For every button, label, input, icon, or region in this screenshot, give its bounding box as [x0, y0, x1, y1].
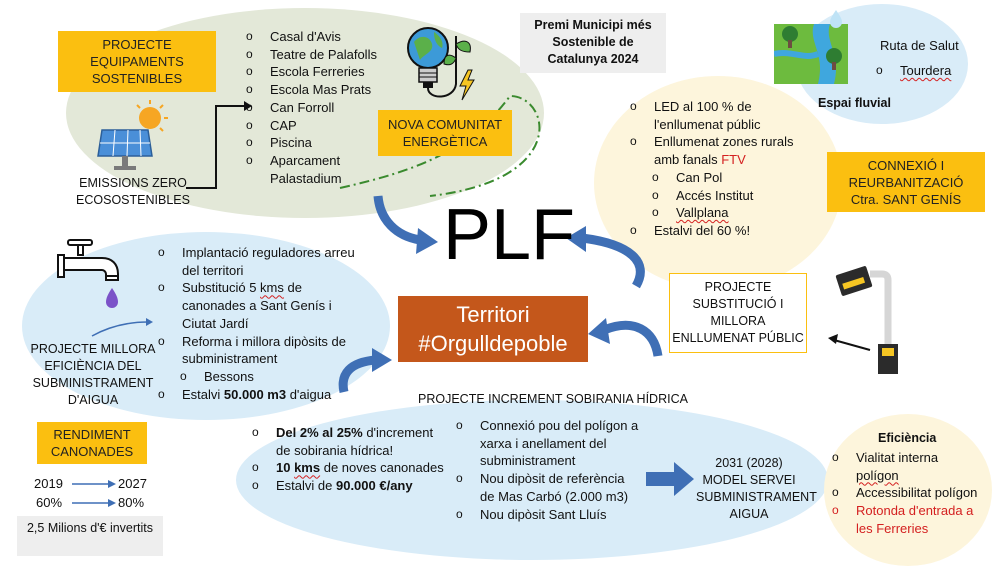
- eficiencia-item-accessibilitat: Accessibilitat polígon: [832, 484, 992, 502]
- bracket-line: [186, 105, 244, 189]
- connexio-box: CONNEXIÓ I REURBANITZACIÓ Ctra. SANT GEN…: [827, 152, 985, 212]
- sobirania-right-list: Connexió pou del polígon a xarxa i anell…: [456, 417, 640, 523]
- rendiment-pct-from: 60%: [36, 495, 63, 510]
- rendiment-arrowhead-1: [108, 480, 116, 488]
- aigua-item-reforma: Reforma i millora dipòsits de subministr…: [158, 333, 364, 368]
- sobirania-item-canonades: 10 kms de noves canonades: [252, 459, 444, 477]
- arrowhead-top-left: [416, 228, 438, 254]
- rendiment-pct-to: 80%: [118, 495, 145, 510]
- projecte-enllumenat-box: PROJECTE SUBSTITUCIÓ I MILLORA ENLLUMENA…: [669, 273, 807, 353]
- espai-fluvial-label: Espai fluvial: [818, 96, 891, 110]
- equipaments-item: CAP: [246, 117, 416, 135]
- equipaments-item: Escola Mas Prats: [246, 81, 416, 99]
- invertits-box: 2,5 Milions d'€ invertits: [17, 516, 163, 556]
- bulb-earth-icon: [407, 27, 475, 101]
- sobirania-big-arrow: [646, 462, 694, 496]
- sobirania-left-list: Del 2% al 25% d'increment de sobirania h…: [252, 424, 444, 495]
- river-map-icon: [774, 10, 848, 84]
- enllumenat-list: LED al 100 % de l'enllumenat públic Enll…: [630, 98, 808, 240]
- curved-arrow-bottom-right: [602, 320, 663, 357]
- eficiencia-title: Eficiència: [878, 431, 937, 445]
- sobirania-item-mascarbo: Nou dipòsit de referència de Mas Carbó (…: [456, 470, 640, 505]
- enllumenat-sub-item: Can Pol: [630, 169, 808, 187]
- aigua-item-bessons: Bessons: [158, 368, 364, 386]
- enllumenat-sub-item: Accés Institut: [630, 187, 808, 205]
- eficiencia-item-rotonda: Rotonda d'entrada a les Ferreries: [832, 502, 986, 537]
- curved-arrow-top-right: [581, 233, 645, 289]
- fluvial-list: Tourdera: [876, 62, 966, 80]
- rendiment-arrowhead-2: [108, 499, 116, 507]
- aigua-item-estalvi: Estalvi 50.000 m3 d'aigua: [158, 386, 364, 404]
- equipaments-title-box: PROJECTE EQUIPAMENTS SOSTENIBLES: [58, 31, 216, 92]
- equipaments-list: Casal d'Avis Teatre de Palafolls Escola …: [246, 28, 416, 187]
- eficiencia-item-vialitat: Vialitat interna polígon: [832, 449, 960, 484]
- premi-box: Premi Municipi més Sostenible de Catalun…: [520, 13, 666, 73]
- equipaments-item: Can Forroll: [246, 99, 416, 117]
- emissions-label: EMISSIONS ZERO ECOSOSTENIBLES: [76, 176, 190, 207]
- dashdot-curve: [339, 94, 541, 197]
- lamp-arrowhead: [828, 334, 838, 344]
- comunitat-box: NOVA COMUNITAT ENERGÈTICA: [378, 110, 512, 156]
- enllumenat-item-estalvi: Estalvi del 60 %!: [630, 222, 808, 240]
- aigua-list: Implantació reguladores arreu del territ…: [158, 244, 364, 403]
- equipaments-item: Escola Ferreries: [246, 63, 416, 81]
- water-tap-icon: [57, 239, 119, 308]
- arrowhead-bottom-left: [372, 348, 392, 372]
- rendiment-year-from: 2019: [34, 476, 63, 491]
- aigua-item-reguladors: Implantació reguladores arreu del territ…: [158, 244, 364, 279]
- curved-arrow-top-left: [373, 195, 421, 245]
- sobirania-title: PROJECTE INCREMENT SOBIRANIA HÍDRICA: [418, 392, 688, 406]
- aigua-small-arrowhead: [146, 318, 153, 326]
- model-servei-label: 2031 (2028) MODEL SERVEI SUBMINISTRAMENT…: [696, 456, 817, 521]
- lamp-line: [833, 339, 871, 351]
- territori-box: Territori #Orgulldepoble: [398, 296, 588, 362]
- equipaments-item: Casal d'Avis: [246, 28, 416, 46]
- plf-title: PLF: [442, 195, 576, 275]
- sobirania-item-increment: Del 2% al 25% d'increment de sobirania h…: [252, 424, 444, 459]
- tourdera-item: Tourdera: [900, 63, 952, 78]
- ftv-text: FTV: [721, 152, 746, 168]
- aigua-item-substitucio: Substitució 5 kms de canonades a Sant Ge…: [158, 279, 364, 332]
- territori-line2: #Orgulldepoble: [418, 331, 568, 356]
- equipaments-item: Teatre de Palafolls: [246, 46, 416, 64]
- enllumenat-sub-item: Vallplana: [676, 205, 729, 221]
- arrowhead-top-right: [566, 226, 586, 252]
- arrowhead-bottom-right: [588, 318, 610, 344]
- equipaments-item: Piscina: [246, 134, 416, 152]
- enllumenat-item-led: LED al 100 % de l'enllumenat públic: [630, 98, 808, 133]
- solar-panel-icon: [97, 100, 168, 170]
- eficiencia-list: Vialitat interna polígon Accessibilitat …: [832, 449, 992, 538]
- rendiment-year-to: 2027: [118, 476, 147, 491]
- territori-line1: Territori: [456, 302, 530, 327]
- sobirania-item-connexio: Connexió pou del polígon a xarxa i anell…: [456, 417, 640, 470]
- enllumenat-item-zones: Enllumenat zones rurals amb fanals FTV: [630, 133, 808, 168]
- sobirania-item-santlluis: Nou dipòsit Sant Lluís: [456, 506, 640, 524]
- sobirania-item-estalvi: Estalvi de 90.000 €/any: [252, 477, 444, 495]
- equipaments-item: Aparcament Palastadium: [246, 152, 380, 187]
- aigua-small-arrow: [91, 321, 149, 337]
- rendiment-box: RENDIMENT CANONADES: [37, 422, 147, 464]
- ruta-salut-label: Ruta de Salut: [880, 38, 959, 53]
- street-lamp-icon: [835, 266, 898, 374]
- aigua-projecte-label: PROJECTE MILLORA EFICIÈNCIA DEL SUBMINIS…: [30, 342, 156, 407]
